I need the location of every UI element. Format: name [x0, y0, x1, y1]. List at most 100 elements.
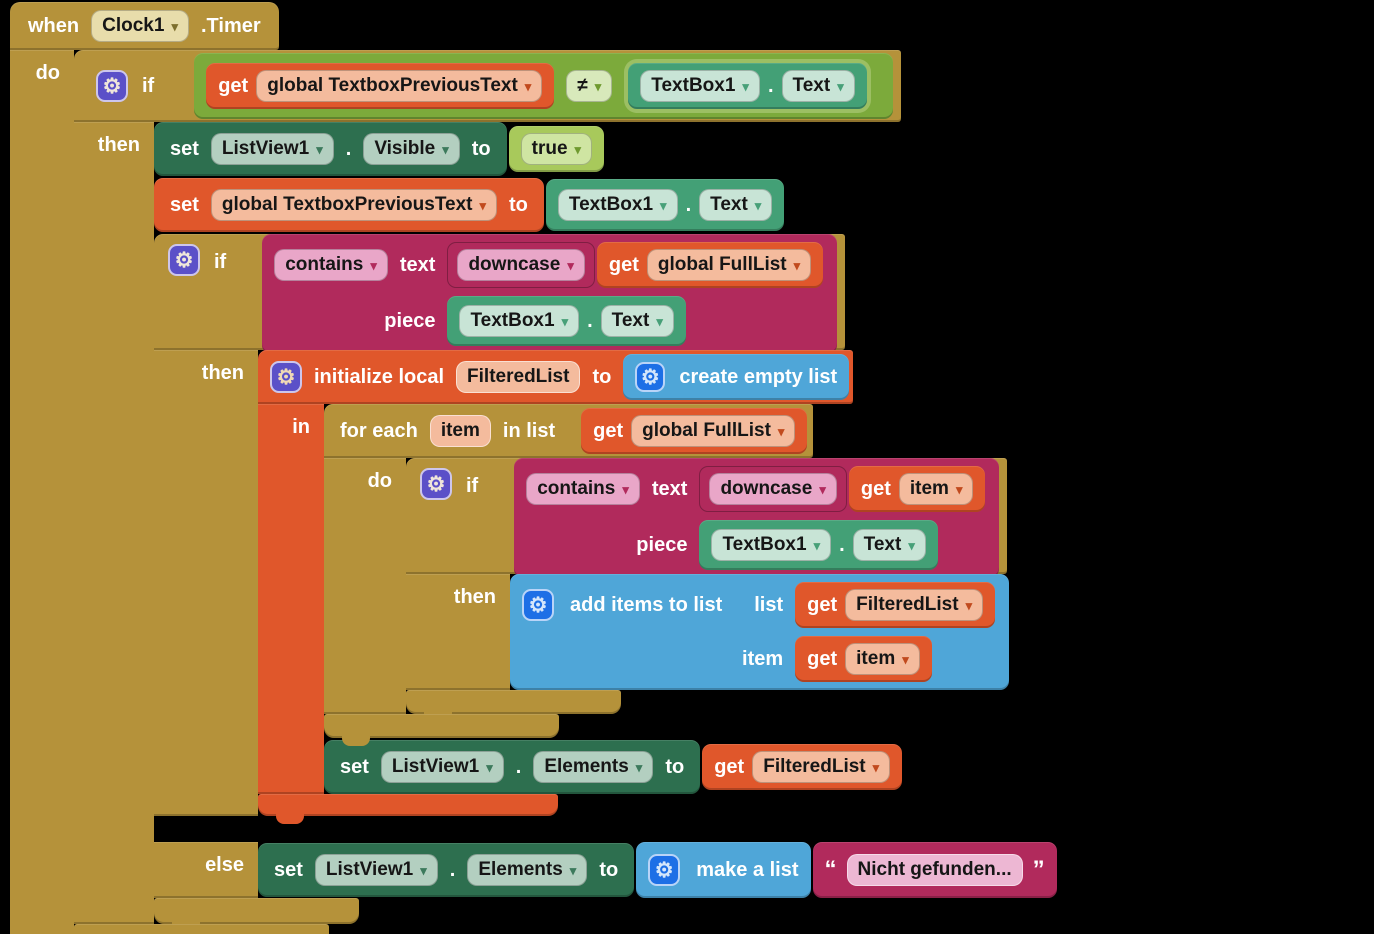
get-item-block[interactable]: get item ▾ — [795, 636, 932, 682]
when-clock-timer-block[interactable]: when Clock1 ▾ .Timer do ⚙ if — [10, 2, 1057, 934]
initialize-local-block[interactable]: ⚙ initialize local FilteredList to — [258, 350, 1010, 824]
add-items-to-list-block[interactable]: ⚙ add items to list list — [510, 574, 1010, 690]
listview-component-dropdown[interactable]: ListView1 ▾ — [210, 133, 334, 165]
then-label: then — [453, 586, 496, 608]
chevron-down-icon: ▾ — [370, 257, 377, 273]
text-property-dropdown[interactable]: Text ▾ — [852, 529, 926, 561]
elements-property-dropdown[interactable]: Elements ▾ — [467, 854, 588, 886]
set-global-previous-text-block[interactable]: set global TextboxPreviousText ▾ to — [154, 178, 544, 232]
get-label: get — [608, 254, 639, 276]
if-block-middle[interactable]: ⚙ if contains ▾ — [154, 234, 1057, 932]
set-listview-elements-block[interactable]: set ListView1 ▾ . — [324, 740, 701, 794]
variable-dropdown[interactable]: item ▾ — [845, 643, 920, 675]
create-empty-list-block[interactable]: ⚙ create empty list — [623, 354, 850, 400]
variable-dropdown[interactable]: global FullList ▾ — [631, 415, 796, 447]
mutator-gear-icon[interactable]: ⚙ — [635, 362, 666, 392]
set-label: set — [170, 194, 199, 216]
string-value-field[interactable]: Nicht gefunden... — [846, 854, 1023, 886]
mutator-gear-icon[interactable]: ⚙ — [270, 361, 302, 393]
variable-name: global FullList — [657, 254, 787, 276]
text-property-dropdown[interactable]: Text ▾ — [699, 189, 773, 221]
when-block-header[interactable]: when Clock1 ▾ .Timer — [10, 2, 279, 50]
open-quote: “ — [824, 856, 837, 883]
make-a-list-block[interactable]: ⚙ make a list — [636, 842, 811, 898]
variable-name: global TextboxPreviousText — [221, 194, 473, 216]
mutator-gear-icon[interactable]: ⚙ — [420, 468, 452, 500]
get-global-previous-text-block[interactable]: get global TextboxPreviousText ▾ — [206, 63, 555, 109]
variable-dropdown[interactable]: item ▾ — [898, 473, 974, 505]
variable-dropdown[interactable]: global TextboxPreviousText ▾ — [256, 70, 543, 102]
if-outer-header[interactable]: ⚙ if get global TextboxPreviousText ▾ — [74, 50, 901, 122]
get-global-fulllist-block[interactable]: get global FullList ▾ — [581, 408, 808, 454]
to-label: to — [471, 138, 491, 160]
if-block-outer[interactable]: ⚙ if get global TextboxPreviousText ▾ — [74, 50, 1057, 934]
textbox-text-getter-block[interactable]: TextBox1 ▾ . Text ▾ — [447, 296, 686, 346]
local-variable-name-field[interactable]: FilteredList — [456, 361, 581, 393]
downcase-operation-dropdown[interactable]: downcase ▾ — [709, 473, 837, 505]
clock-component-name: Clock1 — [102, 15, 165, 37]
true-block[interactable]: true ▾ — [508, 126, 605, 172]
mutator-gear-icon[interactable]: ⚙ — [96, 70, 128, 102]
visible-property-dropdown[interactable]: Visible ▾ — [363, 133, 460, 165]
textbox-text-getter-block[interactable]: TextBox1 ▾ . Text ▾ — [545, 179, 785, 231]
true-dropdown[interactable]: true ▾ — [520, 133, 593, 165]
textbox-text-getter-block[interactable]: TextBox1 ▾ . — [699, 520, 938, 570]
get-global-fulllist-block[interactable]: get global FullList ▾ — [596, 242, 824, 288]
textbox-component-dropdown[interactable]: TextBox1 ▾ — [711, 529, 832, 561]
clock-component-dropdown[interactable]: Clock1 ▾ — [91, 10, 189, 42]
listview-component-dropdown[interactable]: ListView1 ▾ — [380, 751, 504, 783]
mutator-gear-icon[interactable]: ⚙ — [522, 589, 554, 621]
mutator-gear-icon[interactable]: ⚙ — [648, 854, 681, 886]
chevron-down-icon: ▾ — [793, 257, 801, 273]
textbox-component-dropdown[interactable]: TextBox1 ▾ — [557, 189, 678, 221]
text-property-dropdown[interactable]: Text ▾ — [600, 305, 674, 337]
textbox-component-dropdown[interactable]: TextBox1 ▾ — [640, 70, 760, 102]
get-item-block[interactable]: get item ▾ — [848, 466, 986, 512]
if-block-inner[interactable]: ⚙ if — [406, 458, 1010, 722]
variable-dropdown[interactable]: global TextboxPreviousText ▾ — [210, 189, 498, 221]
property-name: Text — [792, 75, 831, 97]
downcase-block[interactable]: downcase ▾ — [447, 242, 595, 288]
listview-component-dropdown[interactable]: ListView1 ▾ — [314, 854, 438, 886]
for-each-block[interactable]: for each item in list — [324, 404, 1010, 746]
contains-operation-dropdown[interactable]: contains ▾ — [274, 249, 388, 281]
piece-socket: TextBox1 ▾ . Text ▾ — [447, 296, 823, 346]
component-name: ListView1 — [391, 756, 480, 778]
text-property-dropdown[interactable]: Text ▾ — [781, 70, 855, 102]
get-filteredlist-block[interactable]: get FilteredList ▾ — [795, 582, 996, 628]
operation-name: downcase — [468, 254, 561, 276]
string-block[interactable]: “ Nicht gefunden... ” — [812, 842, 1057, 898]
variable-dropdown[interactable]: FilteredList ▾ — [752, 751, 891, 783]
textbox-component-dropdown[interactable]: TextBox1 ▾ — [459, 305, 580, 337]
component-name: TextBox1 — [722, 534, 807, 556]
make-a-list-label: make a list — [696, 859, 799, 881]
for-each-header[interactable]: for each item in list — [324, 404, 814, 458]
chevron-down-icon: ▾ — [908, 537, 915, 553]
set-label: set — [340, 756, 369, 778]
set-listview-elements-block[interactable]: set ListView1 ▾ . Eleme — [258, 843, 635, 897]
if-inner-header[interactable]: ⚙ if — [406, 458, 1008, 578]
string-text: Nicht gefunden... — [857, 859, 1012, 881]
set-listview-visible-block[interactable]: set ListView1 ▾ . Visible ▾ — [154, 122, 507, 176]
in-section-label-column: in — [258, 404, 324, 794]
mutator-gear-icon[interactable]: ⚙ — [168, 244, 200, 276]
operation-name: contains — [537, 478, 616, 500]
not-equal-block[interactable]: get global TextboxPreviousText ▾ ≠ ▾ — [194, 53, 893, 119]
loop-variable-name-field[interactable]: item — [429, 415, 491, 447]
contains-block[interactable]: contains ▾ text — [262, 234, 838, 354]
contains-block[interactable]: contains ▾ text — [514, 458, 1000, 578]
contains-operation-dropdown[interactable]: contains ▾ — [526, 473, 640, 505]
variable-dropdown[interactable]: FilteredList ▾ — [845, 589, 984, 621]
textbox-text-getter-block[interactable]: TextBox1 ▾ . Text ▾ — [628, 63, 867, 109]
not-equal-operator-dropdown[interactable]: ≠ ▾ — [566, 70, 613, 102]
get-filteredlist-block[interactable]: get FilteredList ▾ — [702, 744, 903, 790]
elements-property-dropdown[interactable]: Elements ▾ — [533, 751, 654, 783]
initialize-local-header[interactable]: ⚙ initialize local FilteredList to — [258, 350, 854, 404]
item-socket-label: item — [742, 648, 784, 670]
to-label: to — [665, 756, 685, 778]
downcase-operation-dropdown[interactable]: downcase ▾ — [457, 249, 585, 281]
downcase-block[interactable]: downcase ▾ — [699, 466, 847, 512]
for-each-footer — [324, 714, 559, 746]
if-middle-header[interactable]: ⚙ if contains ▾ — [154, 234, 846, 354]
variable-dropdown[interactable]: global FullList ▾ — [646, 249, 812, 281]
